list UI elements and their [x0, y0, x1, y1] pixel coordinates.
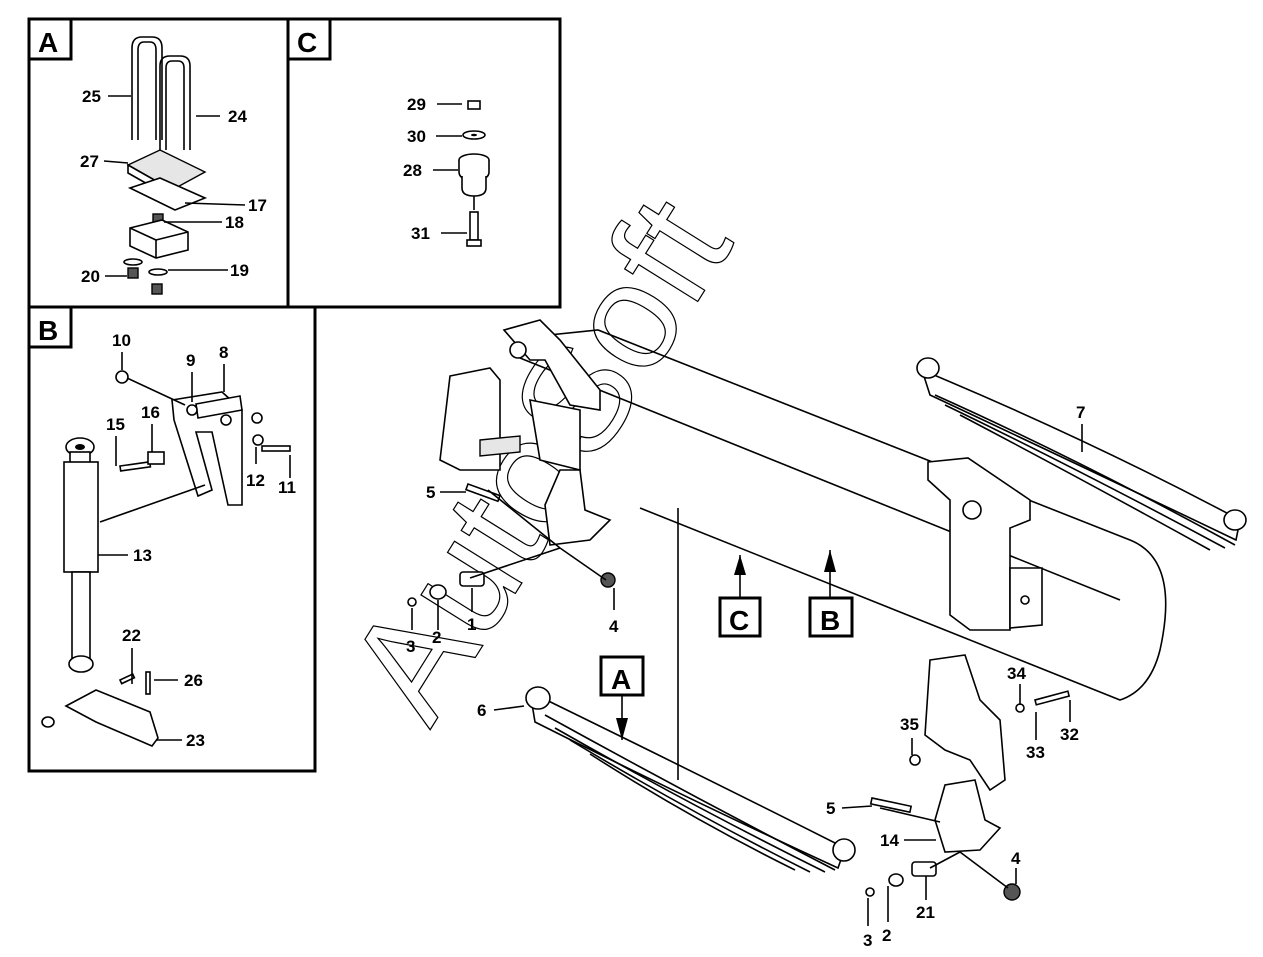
- rubber-mount-28: [458, 153, 490, 210]
- nut-29: [467, 100, 481, 110]
- callout-28: 28: [403, 161, 422, 180]
- callout-5-front: 5: [426, 483, 435, 502]
- callout-21: 21: [916, 903, 935, 922]
- washer-20: [123, 258, 143, 266]
- callout-31: 31: [411, 224, 430, 243]
- callout-30: 30: [407, 127, 426, 146]
- rear-hanger-bracket: [927, 457, 1043, 631]
- spring-bracket-upper: [909, 654, 1071, 792]
- shock-bracket: [171, 391, 243, 506]
- callout-26: 26: [184, 671, 203, 690]
- callout-23: 23: [186, 731, 205, 750]
- nut-20: [127, 267, 139, 279]
- nut-10: [115, 370, 129, 384]
- callout-29: 29: [407, 95, 426, 114]
- callout-7: 7: [1076, 403, 1085, 422]
- callout-19: 19: [230, 261, 249, 280]
- callout-1: 1: [467, 615, 476, 634]
- callout-35: 35: [900, 715, 919, 734]
- main-assembly: C B A 7 5 3 2 1 4 6 34 35 33 32 5 1: [406, 319, 1247, 950]
- callout-5-rear: 5: [826, 799, 835, 818]
- bolt-11: [261, 445, 291, 452]
- callout-18: 18: [225, 213, 244, 232]
- front-hanger-bracket: [439, 319, 601, 472]
- callout-34: 34: [1007, 664, 1026, 683]
- callout-9: 9: [186, 351, 195, 370]
- view-marker-c-box: [718, 596, 762, 638]
- callout-12: 12: [246, 471, 265, 490]
- view-marker-c: C: [729, 605, 749, 636]
- view-marker-a: A: [611, 664, 631, 695]
- callout-2-front: 2: [432, 628, 441, 647]
- callout-16: 16: [141, 403, 160, 422]
- callout-17: 17: [248, 196, 267, 215]
- callout-8: 8: [219, 343, 228, 362]
- lower-bracket: [41, 671, 159, 747]
- callout-33: 33: [1026, 743, 1045, 762]
- panel-b-tag: [27, 305, 73, 349]
- callout-11: 11: [278, 478, 296, 497]
- watermark-text: AutoSoft: [315, 170, 762, 747]
- frame-rail: [519, 329, 1167, 701]
- leaf-spring-front: [525, 686, 856, 873]
- callout-3-rear: 3: [863, 931, 872, 950]
- callout-24: 24: [228, 107, 247, 126]
- callout-10: 10: [112, 331, 131, 350]
- panel-a-tag: [27, 17, 73, 61]
- callout-20: 20: [81, 267, 100, 286]
- spacer-plate: [127, 177, 208, 211]
- panel-b-letter: B: [38, 315, 58, 346]
- detail-panel-b: B: [27, 305, 317, 773]
- callout-15: 15: [106, 415, 125, 434]
- panel-c-tag: [286, 17, 332, 61]
- callout-32: 32: [1060, 725, 1079, 744]
- view-marker-a-box: [599, 655, 645, 697]
- bolt-31: [466, 211, 482, 247]
- front-shackle: [407, 469, 616, 607]
- callout-14: 14: [880, 831, 899, 850]
- view-marker-b-box: [808, 596, 854, 638]
- rear-shackle: [865, 779, 1021, 901]
- callout-4-front: 4: [609, 617, 619, 636]
- washer-19: [148, 268, 168, 276]
- shock-absorber: [63, 437, 99, 673]
- callout-3-front: 3: [406, 637, 415, 656]
- leaf-spring-rear: [916, 357, 1247, 551]
- washer-12: [252, 434, 264, 446]
- view-marker-b: B: [820, 605, 840, 636]
- detail-panel-a: A 25 24 27 17 18 20 19: [27, 17, 290, 309]
- callout-4-rear: 4: [1011, 849, 1021, 868]
- panel-c-letter: C: [297, 27, 317, 58]
- u-bolt-rear: [131, 36, 163, 140]
- callout-27: 27: [80, 152, 99, 171]
- panel-a-letter: A: [38, 27, 58, 58]
- callout-25: 25: [82, 87, 101, 106]
- callout-2-rear: 2: [882, 926, 891, 945]
- callout-13: 13: [133, 546, 152, 565]
- u-bolt-front: [159, 55, 191, 150]
- detail-panel-c: C 29 30 28 31: [286, 17, 562, 309]
- bolt-15: [119, 460, 152, 472]
- nut-19: [151, 283, 163, 295]
- callout-22: 22: [122, 626, 141, 645]
- callout-6: 6: [477, 701, 486, 720]
- plate-16: [147, 451, 165, 465]
